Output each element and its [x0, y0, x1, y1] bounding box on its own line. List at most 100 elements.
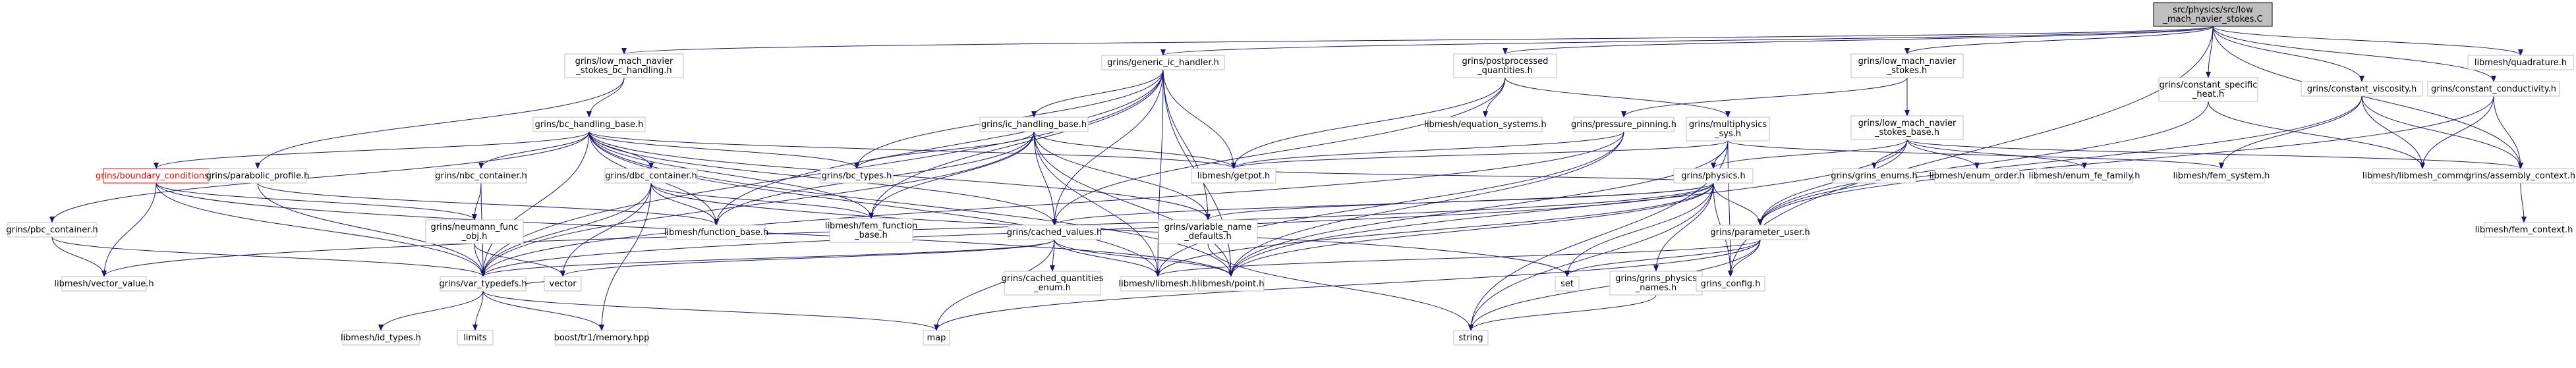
node-enfe[interactable]: libmesh/enum_fe_family.h — [2029, 168, 2140, 184]
node-parab[interactable]: grins/parabolic_profile.h — [206, 168, 310, 184]
edge-csh-pu — [1758, 101, 2209, 226]
node-actx[interactable]: grins/assembly_context.h — [2466, 168, 2575, 184]
node-nbc[interactable]: grins/nbc_container.h — [435, 168, 527, 184]
node-point[interactable]: libmesh/point.h — [1197, 276, 1265, 292]
edge-dbc-set — [650, 182, 1570, 277]
node-physics[interactable]: grins/physics.h — [1673, 168, 1754, 184]
node-label: grins/neumann_func — [431, 223, 519, 232]
edge-vnd-string — [1207, 243, 1474, 331]
edge-vt-mem — [482, 290, 604, 331]
node-label: libmesh/id_types.h — [341, 333, 421, 343]
edge-mps-point — [1228, 140, 1729, 277]
node-lmcommon[interactable]: libmesh/libmesh_common.h — [2362, 168, 2482, 184]
node-dbc[interactable]: grins/dbc_container.h — [604, 168, 698, 184]
node-vnd[interactable]: grins/variable_name_defaults.h — [1158, 219, 1258, 244]
node-box — [440, 276, 527, 292]
node-idt[interactable]: libmesh/id_types.h — [341, 330, 421, 346]
node-label: grins/parabolic_profile.h — [206, 171, 310, 181]
node-label: _enum.h — [1033, 283, 1071, 293]
node-gpn[interactable]: grins/grins_physics_names.h — [1609, 271, 1703, 296]
node-box — [2036, 168, 2133, 184]
edge-pu-set — [1564, 239, 1761, 277]
node-nfo[interactable]: grins/neumann_func_obj.h — [425, 219, 524, 244]
node-box — [1696, 276, 1765, 292]
node-cvisc[interactable]: grins/constant_viscosity.h — [2301, 81, 2423, 97]
node-eqs[interactable]: libmesh/equation_systems.h — [1424, 117, 1547, 132]
node-mps[interactable]: grins/multiphysics_sys.h — [1686, 117, 1770, 142]
edge-pp-cv — [1052, 77, 1506, 226]
node-vector[interactable]: vector — [544, 276, 582, 292]
node-set[interactable]: set — [1555, 276, 1580, 292]
node-libmesh[interactable]: libmesh/libmesh.h — [1118, 276, 1197, 292]
edge-ichb-getpot — [1033, 131, 1236, 169]
node-bcond[interactable]: grins/boundary_conditions.h — [96, 168, 217, 184]
node-ccond[interactable]: grins/constant_conductivity.h — [2427, 81, 2560, 97]
node-string[interactable]: string — [1453, 330, 1489, 346]
node-box — [604, 168, 698, 184]
edge-root-cvisc — [2212, 26, 2364, 82]
edge-ccond-pu — [1758, 95, 2494, 226]
edge-lmnsb-enums — [1872, 139, 1908, 169]
edge-lmnsb-enord — [1906, 139, 1980, 169]
node-vv[interactable]: libmesh/vector_value.h — [54, 276, 154, 292]
node-root[interactable]: src/physics/src/low_mach_navier_stokes.C — [2153, 2, 2273, 27]
node-enums[interactable]: grins/grins_enums.h — [1831, 168, 1918, 184]
node-vt[interactable]: grins/var_typedefs.h — [439, 276, 527, 292]
node-label: libmesh/fem_function — [825, 221, 917, 231]
edge-bchb-libmesh — [588, 131, 1160, 277]
node-map[interactable]: map — [923, 330, 950, 346]
node-pin[interactable]: grins/pressure_pinning.h — [1571, 117, 1676, 132]
node-pu[interactable]: grins/parameter_user.h — [1710, 224, 1810, 240]
edge-ichb-cv — [1033, 131, 1057, 226]
edge-lmnsb-point — [1228, 139, 1908, 277]
node-ffb[interactable]: libmesh/fem_function_base.h — [825, 218, 917, 243]
node-pbc[interactable]: grins/pbc_container.h — [6, 222, 98, 238]
edge-pin-point — [1228, 131, 1624, 277]
node-femctx[interactable]: libmesh/fem_context.h — [2475, 222, 2573, 238]
edge-ichb-bct — [854, 131, 1035, 169]
edge-nbc-nfo — [472, 182, 482, 221]
node-mem[interactable]: boost/tr1/memory.hpp — [554, 330, 650, 346]
node-box — [1609, 271, 1703, 296]
edge-physics-pu — [1713, 182, 1763, 226]
edge-gpn-string — [1468, 294, 1657, 331]
node-ichb[interactable]: grins/ic_handling_base.h — [979, 117, 1089, 132]
node-box — [564, 53, 684, 78]
node-pp[interactable]: grins/postprocessed_quantities.h — [1453, 53, 1557, 78]
node-gic[interactable]: grins/generic_ic_handler.h — [1101, 55, 1225, 70]
edge-lmbc-parab — [255, 77, 625, 169]
node-label: grins/generic_ic_handler.h — [1107, 58, 1219, 68]
edge-nfo-vector — [474, 243, 565, 277]
node-limits[interactable]: limits — [457, 330, 494, 346]
edge-bchb-vnd — [588, 131, 1211, 221]
node-label: grins/cached_quantities — [1002, 274, 1104, 284]
edge-bchb-nbc — [478, 131, 590, 169]
edge-mps-femsys — [1727, 140, 2224, 169]
edge-bchb-bct — [588, 131, 859, 169]
node-label: _heat.h — [2192, 90, 2224, 99]
edge-pp-getpot — [1231, 77, 1506, 169]
edge-pin-vt — [480, 131, 1624, 277]
node-label: grins/grins_physics — [1615, 274, 1697, 284]
node-lmns[interactable]: grins/low_mach_navier_stokes.h — [1850, 53, 1964, 78]
node-quad[interactable]: libmesh/quadrature.h — [2467, 55, 2574, 70]
node-config[interactable]: grins_config.h — [1696, 276, 1765, 292]
node-label: grins/multiphysics — [1689, 120, 1767, 130]
edge-cv-map — [934, 239, 1055, 331]
node-getpot[interactable]: libmesh/getpot.h — [1191, 168, 1276, 184]
node-cv[interactable]: grins/cached_values.h — [1007, 224, 1102, 240]
node-enord[interactable]: libmesh/enum_order.h — [1929, 168, 2025, 184]
node-bct[interactable]: grins/bc_types.h — [820, 168, 894, 184]
node-box — [1934, 168, 2020, 184]
node-fb[interactable]: libmesh/function_base.h — [664, 224, 769, 240]
node-femsys[interactable]: libmesh/fem_system.h — [2173, 168, 2270, 184]
node-bchb[interactable]: grins/bc_handling_base.h — [532, 117, 646, 132]
node-box — [1120, 276, 1195, 292]
node-lmbc[interactable]: grins/low_mach_navier_stokes_bc_handling… — [564, 53, 684, 78]
node-label: grins/var_typedefs.h — [439, 279, 527, 289]
edge-pin-getpot — [1231, 131, 1624, 169]
node-cqe[interactable]: grins/cached_quantities_enum.h — [1002, 271, 1104, 296]
node-csh[interactable]: grins/constant_specific_heat.h — [2158, 77, 2258, 102]
node-lmnsb[interactable]: grins/low_mach_navier_stokes_base.h — [1850, 115, 1964, 140]
node-label: grins/bc_types.h — [822, 171, 892, 181]
